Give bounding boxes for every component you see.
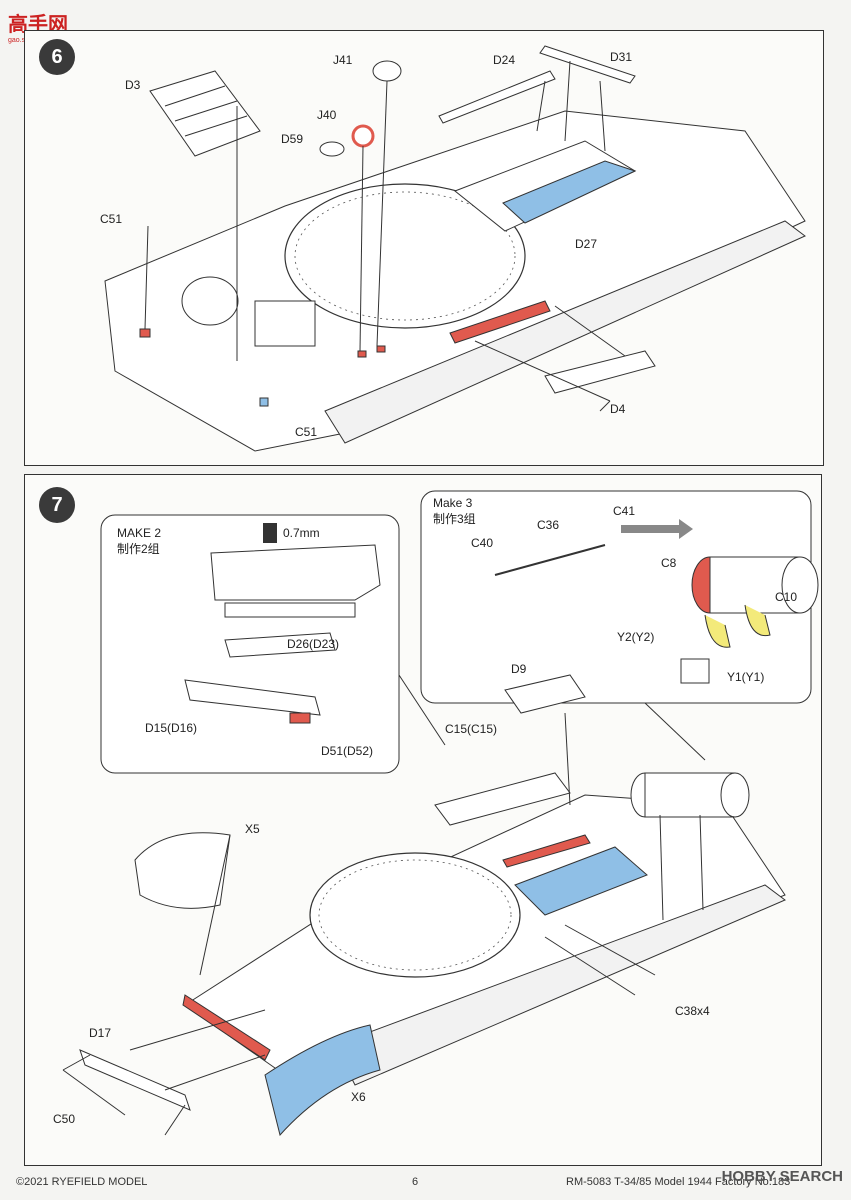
label-c10: C10 [775, 590, 797, 604]
label-c51-bottom: C51 [295, 425, 317, 439]
step-6-panel: 6 [24, 30, 824, 466]
label-j41: J41 [333, 53, 353, 67]
watermark-site: HOBBY SEARCH [721, 1168, 843, 1185]
label-d59: D59 [281, 132, 303, 146]
label-c8: C8 [661, 556, 677, 570]
step-7-badge: 7 [39, 487, 75, 523]
label-c38: C38x4 [675, 1004, 710, 1018]
label-d17: D17 [89, 1026, 111, 1040]
part-d27-highlight [502, 160, 637, 224]
label-j40: J40 [317, 108, 337, 122]
part-x6 [264, 1024, 381, 1137]
glue-icon [680, 658, 710, 684]
label-d9: D9 [511, 662, 527, 676]
drill-icon [263, 523, 277, 543]
engine-deck-highlight [514, 846, 648, 916]
step-7-panel: 7 MAKE 2 制作2组 0.7mm D26(D23) D15(D16) D5… [24, 474, 822, 1166]
part-x5 [134, 832, 231, 909]
label-d31: D31 [610, 50, 632, 64]
make-2-title: MAKE 2 [117, 526, 161, 540]
label-y1: Y1(Y1) [727, 670, 764, 684]
label-d26: D26(D23) [287, 637, 339, 651]
label-d27: D27 [575, 237, 597, 251]
label-x5: X5 [245, 822, 260, 836]
step-7-diagram: MAKE 2 制作2组 0.7mm D26(D23) D15(D16) D51(… [53, 490, 819, 1137]
label-c50: C50 [53, 1112, 75, 1126]
turret-ring [284, 183, 526, 329]
footer-page-number: 6 [412, 1176, 419, 1188]
label-d3: D3 [125, 78, 141, 92]
label-x6: X6 [351, 1090, 366, 1104]
label-c41: C41 [613, 504, 635, 518]
label-c15: C15(C15) [445, 722, 497, 736]
label-c51-top: C51 [100, 212, 122, 226]
label-y2: Y2(Y2) [617, 630, 654, 644]
make-3-subtitle: 制作3组 [433, 512, 476, 526]
label-d15: D15(D16) [145, 721, 197, 735]
label-c40: C40 [471, 536, 493, 550]
label-d24: D24 [493, 53, 515, 67]
drill-size: 0.7mm [283, 526, 320, 540]
footer-product: RM-5083 T-34/85 Model 1944 Factory No.18… [566, 1176, 791, 1188]
make-2-subtitle: 制作2组 [117, 542, 160, 556]
part-d4 [544, 350, 656, 394]
label-d51: D51(D52) [321, 744, 373, 758]
part-d4-highlight [449, 300, 551, 344]
step-6-badge: 6 [39, 39, 75, 75]
part-d3-track [149, 70, 261, 157]
label-d4: D4 [610, 402, 626, 416]
label-c36: C36 [537, 518, 559, 532]
step-6-diagram: D3 J41 D24 D31 J40 D59 C51 C51 D27 D4 [100, 45, 806, 452]
make-3-title: Make 3 [433, 496, 473, 510]
footer-copyright: ©2021 RYEFIELD MODEL [16, 1176, 148, 1188]
